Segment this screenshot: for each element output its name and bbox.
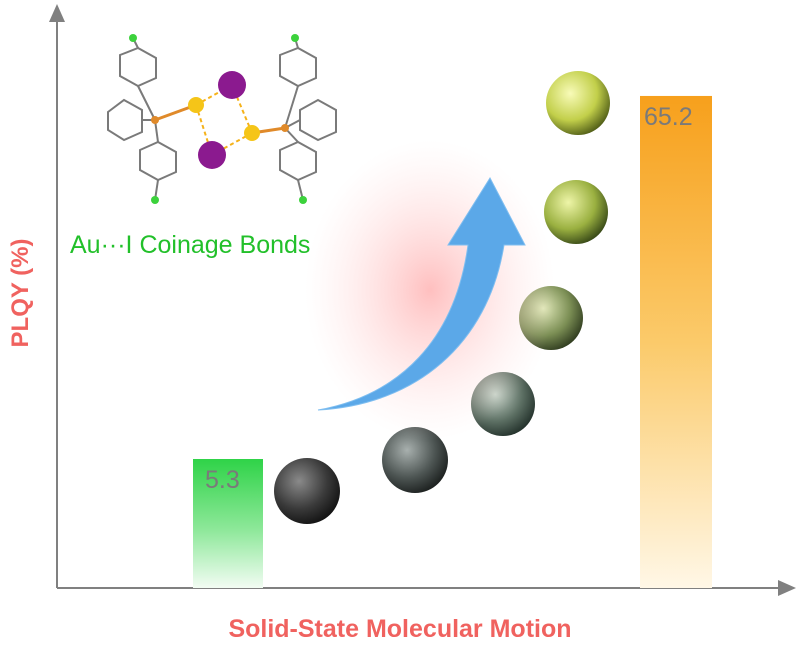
coinage-bond-annotation: Au···I Coinage Bonds: [70, 231, 311, 259]
crystal-sphere-1: [274, 458, 340, 524]
bar-high: [640, 95, 712, 588]
data-label-high: 65.2: [644, 102, 693, 131]
y-axis-label: PLQY (%): [7, 238, 34, 348]
bar-low: [193, 459, 263, 588]
x-axis-label: Solid-State Molecular Motion: [228, 615, 572, 643]
data-label-low: 5.3: [205, 466, 240, 494]
crystal-sphere-5: [544, 180, 608, 244]
crystal-sphere-6: [546, 71, 610, 135]
trend-arrow: [305, 140, 555, 440]
molecule-structure-image: [107, 34, 337, 204]
crystal-sphere-2: [382, 427, 448, 493]
